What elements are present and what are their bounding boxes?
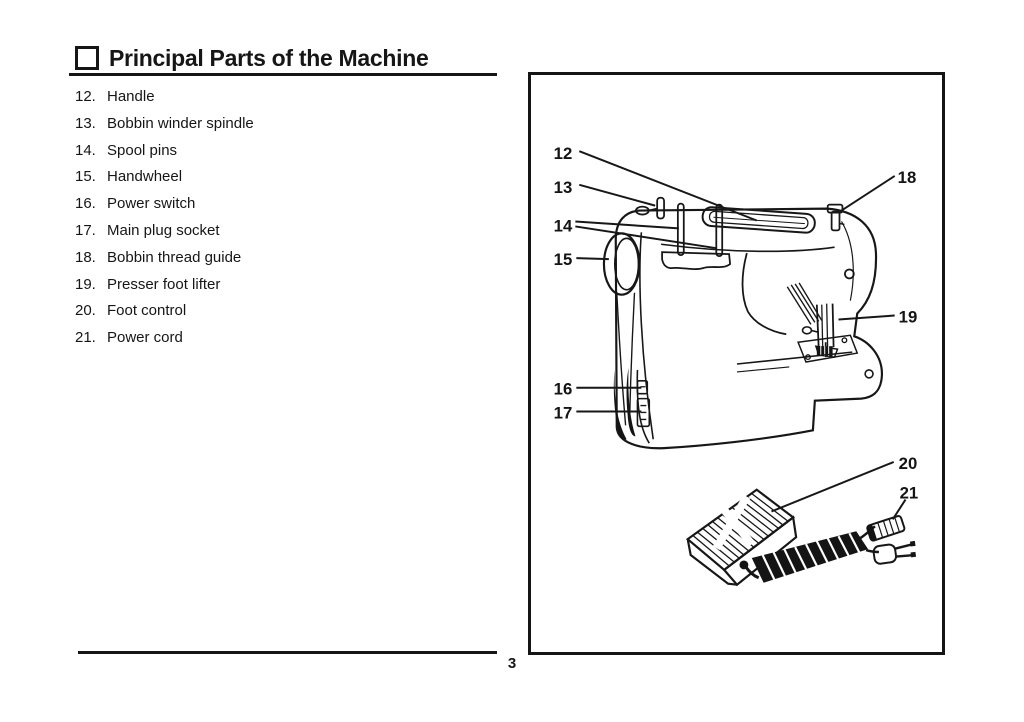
list-item: 12. Handle xyxy=(75,84,254,111)
item-label: Foot control xyxy=(107,302,187,320)
handle-illustration xyxy=(701,206,816,234)
item-number: 19. xyxy=(75,275,96,293)
item-label: Handle xyxy=(107,88,155,105)
bobbin-winder-spindle-illustration xyxy=(635,196,665,220)
callout-13-label: 13 xyxy=(554,178,573,197)
item-label: Main plug socket xyxy=(107,221,220,239)
list-item: 18. Bobbin thread guide xyxy=(75,245,254,272)
list-item: 19. Presser foot lifter xyxy=(75,272,254,299)
item-number: 16. xyxy=(75,195,96,213)
item-number: 20. xyxy=(75,302,96,320)
power-cord-illustration xyxy=(751,515,917,583)
title-underline xyxy=(69,73,497,76)
item-number: 18. xyxy=(75,248,96,266)
item-number: 14. xyxy=(75,141,96,159)
list-item: 21. Power cord xyxy=(75,325,254,352)
cord-coil-stripes xyxy=(761,532,863,581)
item-label: Spool pins xyxy=(107,141,178,159)
item-number: 12. xyxy=(75,88,96,105)
item-label: Handwheel xyxy=(107,168,183,186)
section-checkbox-icon xyxy=(75,46,99,70)
callout-12-label: 12 xyxy=(554,144,573,163)
item-label: Power cord xyxy=(107,329,183,347)
item-label: Bobbin winder spindle xyxy=(107,114,254,132)
parts-list: 12. Handle 13. Bobbin winder spindle 14. Sp… xyxy=(75,84,254,352)
cord-connector-illustration xyxy=(866,515,906,542)
list-item: 20. Foot control xyxy=(75,298,254,325)
item-label: Power switch xyxy=(107,195,196,213)
callout-17-label: 17 xyxy=(554,403,573,422)
callout-labels: 12 13 14 15 16 17 18 19 20 21 xyxy=(554,144,919,503)
section-header: Principal Parts of the Machine xyxy=(75,45,429,71)
page-title: Principal Parts of the Machine xyxy=(109,45,429,71)
footer-rule xyxy=(78,651,497,654)
machine-diagram: 12 13 14 15 16 17 18 19 20 21 xyxy=(554,144,919,587)
item-number: 13. xyxy=(75,114,96,132)
list-item: 16. Power switch xyxy=(75,191,254,218)
callout-leader-lines xyxy=(575,150,907,520)
item-label: Presser foot lifter xyxy=(107,275,221,293)
callout-18-label: 18 xyxy=(898,168,917,187)
list-item: 14. Spool pins xyxy=(75,138,254,165)
bobbin-thread-guide-illustration xyxy=(826,203,845,232)
callout-21-label: 21 xyxy=(900,484,919,503)
callout-20-label: 20 xyxy=(899,454,918,473)
item-number: 15. xyxy=(75,168,96,186)
handwheel-illustration xyxy=(602,232,641,426)
list-item: 15. Handwheel xyxy=(75,164,254,191)
page-number: 3 xyxy=(507,655,517,672)
callout-19-label: 19 xyxy=(899,307,918,326)
item-number: 17. xyxy=(75,221,96,239)
machine-illustration xyxy=(602,196,883,450)
foot-control-illustration xyxy=(685,488,798,587)
wall-plug-illustration xyxy=(872,540,917,565)
item-number: 21. xyxy=(75,329,96,347)
diagram-panel: 12 13 14 15 16 17 18 19 20 21 xyxy=(528,72,945,655)
callout-15-label: 15 xyxy=(554,250,573,269)
callout-14-label: 14 xyxy=(554,216,573,235)
list-item: 17. Main plug socket xyxy=(75,218,254,245)
spool-pins-illustration xyxy=(661,202,732,270)
presser-foot-lifter-illustration xyxy=(801,326,819,335)
callout-16-label: 16 xyxy=(554,380,573,399)
item-label: Bobbin thread guide xyxy=(107,248,242,266)
pedal-ribs xyxy=(692,493,789,567)
needle-bar-illustration xyxy=(815,303,835,351)
list-item: 13. Bobbin winder spindle xyxy=(75,111,254,138)
